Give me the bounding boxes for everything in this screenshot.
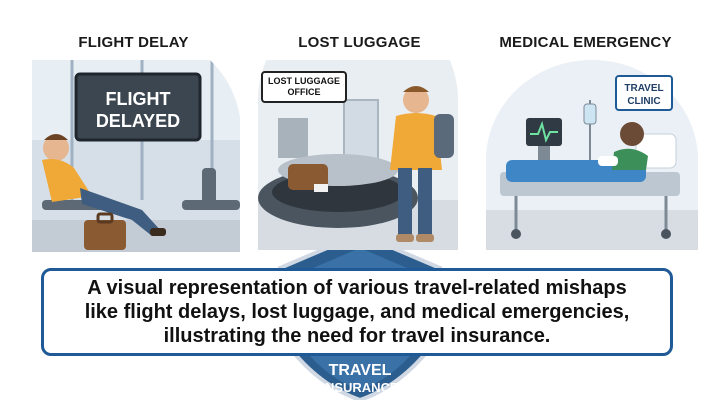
travel-clinic-sign-line-1: TRAVEL	[624, 83, 664, 94]
caption-line-1: A visual representation of various trave…	[87, 277, 627, 299]
lost-luggage-sign-line-2: OFFICE	[287, 87, 321, 97]
panel-title-flight-delay: FLIGHT DELAY	[78, 34, 189, 51]
panel-title-lost-luggage: LOST LUGGAGE	[298, 34, 421, 51]
flight-delay-scene	[32, 60, 240, 252]
panel-title-medical-emergency: MEDICAL EMERGENCY	[499, 34, 672, 51]
flight-delayed-sign-line-1: FLIGHT	[105, 89, 171, 109]
lost-luggage-sign-line-1: LOST LUGGAGE	[268, 76, 340, 86]
medical-emergency-scene	[486, 60, 698, 250]
flight-delayed-sign-line-2: DELAYED	[95, 111, 181, 131]
caption-box: A visual representation of various trave…	[41, 268, 673, 356]
travel-clinic-sign-line-2: CLINIC	[627, 96, 661, 107]
shield-label: TRAVEL INSURANCE	[300, 362, 420, 396]
lost-luggage-office-sign: LOST LUGGAGE OFFICE	[262, 76, 346, 98]
shield-label-line-1: TRAVEL	[328, 362, 392, 379]
flight-delayed-sign: FLIGHT DELAYED	[76, 88, 200, 132]
travel-clinic-sign: TRAVEL CLINIC	[616, 82, 672, 108]
lost-luggage-scene	[258, 60, 458, 250]
caption-line-3: illustrating the need for travel insuran…	[163, 325, 551, 347]
caption-line-2: like flight delays, lost luggage, and me…	[84, 301, 630, 323]
shield-label-line-2: INSURANCE	[321, 380, 399, 395]
